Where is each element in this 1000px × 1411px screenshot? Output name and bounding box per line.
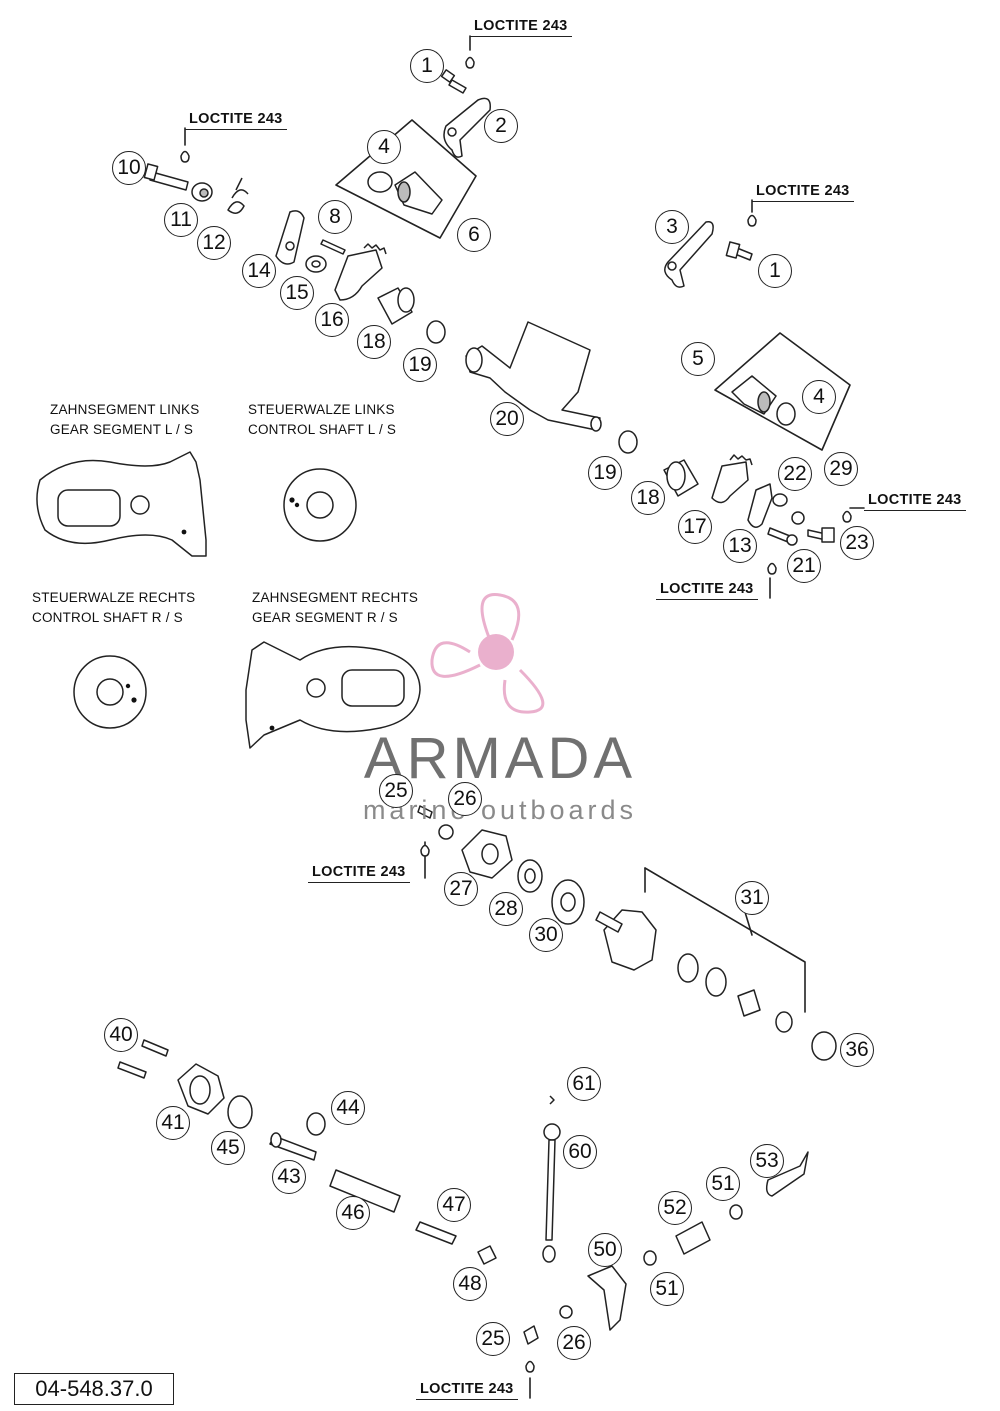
callout-number: 21 — [787, 549, 821, 583]
callout-number: 48 — [453, 1267, 487, 1301]
callout-number: 29 — [824, 452, 858, 486]
callout-number: 12 — [197, 226, 231, 260]
armada-propeller-logo — [430, 593, 545, 714]
callout-number: 16 — [315, 303, 349, 337]
callout-number: 26 — [557, 1326, 591, 1360]
lever-3-icon — [664, 221, 714, 288]
callout-number: 51 — [706, 1167, 740, 1201]
callout-number: 3 — [655, 210, 689, 244]
loctite-label: LOCTITE 243 — [470, 18, 572, 37]
callout-number: 26 — [448, 782, 482, 816]
callout-number: 50 — [588, 1233, 622, 1267]
caption-line: ZAHNSEGMENT LINKS — [50, 402, 200, 417]
callout-number: 19 — [588, 456, 622, 490]
loctite-label: LOCTITE 243 — [185, 111, 287, 130]
callout-number: 20 — [490, 402, 524, 436]
callout-number: 13 — [723, 529, 757, 563]
shift-lever-50-icon — [587, 1265, 627, 1331]
lever-2-icon — [443, 97, 491, 158]
screw-1-icon — [440, 69, 467, 94]
caption-line: STEUERWALZE RECHTS — [32, 590, 196, 605]
caption-line: GEAR SEGMENT R / S — [252, 610, 398, 625]
caption-control-shaft-right: STEUERWALZE RECHTS CONTROL SHAFT R / S — [32, 588, 195, 628]
callout-number: 23 — [840, 526, 874, 560]
caption-gear-segment-right: ZAHNSEGMENT RECHTS GEAR SEGMENT R / S — [252, 588, 418, 628]
gear-segment-17-icon — [711, 461, 749, 504]
callout-number: 28 — [489, 892, 523, 926]
callout-number: 51 — [650, 1272, 684, 1306]
gear-segment-16-icon — [334, 249, 383, 301]
caption-line: GEAR SEGMENT L / S — [50, 422, 194, 437]
callout-number: 4 — [802, 380, 836, 414]
callout-number: 19 — [403, 348, 437, 382]
callout-number: 36 — [840, 1033, 874, 1067]
loctite-label: LOCTITE 243 — [656, 581, 758, 600]
callout-number: 17 — [678, 510, 712, 544]
callout-number: 44 — [331, 1091, 365, 1125]
loctite-drop-icon — [180, 56, 852, 1373]
callout-number: 53 — [750, 1144, 784, 1178]
callout-number: 43 — [272, 1160, 306, 1194]
caption-line: CONTROL SHAFT R / S — [32, 610, 183, 625]
lever-14-icon — [275, 210, 305, 265]
loctite-label: LOCTITE 243 — [864, 492, 966, 511]
caption-line: STEUERWALZE LINKS — [248, 402, 395, 417]
caption-gear-segment-left: ZAHNSEGMENT LINKS GEAR SEGMENT L / S — [50, 400, 199, 440]
control-shaft-right-drawing — [73, 655, 147, 729]
callout-number: 40 — [104, 1018, 138, 1052]
gear-segment-right-drawing — [245, 641, 421, 749]
callout-number: 11 — [164, 203, 198, 237]
callout-number: 61 — [567, 1067, 601, 1101]
callout-number: 2 — [484, 109, 518, 143]
loctite-label: LOCTITE 243 — [308, 864, 410, 883]
loctite-label: LOCTITE 243 — [416, 1381, 518, 1400]
callout-number: 25 — [379, 774, 413, 808]
callout-number: 1 — [410, 49, 444, 83]
callout-number: 27 — [444, 872, 478, 906]
callout-number: 10 — [112, 151, 146, 185]
callout-number: 31 — [735, 881, 769, 915]
callout-number: 52 — [658, 1191, 692, 1225]
callout-number: 1 — [758, 254, 792, 288]
callout-number: 46 — [336, 1196, 370, 1230]
callout-number: 14 — [242, 254, 276, 288]
shift-rod-60-icon — [545, 1139, 556, 1241]
control-shaft-left-drawing — [283, 468, 357, 542]
callout-number: 18 — [357, 325, 391, 359]
callout-number: 8 — [318, 200, 352, 234]
loctite-label: LOCTITE 243 — [752, 183, 854, 202]
callout-number: 18 — [631, 481, 665, 515]
caption-line: ZAHNSEGMENT RECHTS — [252, 590, 419, 605]
gear-segment-left-drawing — [36, 451, 207, 557]
callout-number: 47 — [437, 1188, 471, 1222]
callout-number: 30 — [529, 918, 563, 952]
callout-number: 25 — [476, 1322, 510, 1356]
callout-number: 5 — [681, 342, 715, 376]
caption-line: CONTROL SHAFT L / S — [248, 422, 397, 437]
callout-number: 15 — [280, 276, 314, 310]
callout-number: 60 — [563, 1135, 597, 1169]
callout-number: 6 — [457, 218, 491, 252]
caption-control-shaft-left: STEUERWALZE LINKS CONTROL SHAFT L / S — [248, 400, 396, 440]
callout-number: 22 — [778, 457, 812, 491]
callout-number: 4 — [367, 130, 401, 164]
callout-number: 41 — [156, 1106, 190, 1140]
diagram-part-number: 04-548.37.0 — [14, 1373, 174, 1405]
control-shaft-20-icon — [465, 321, 601, 431]
spring-46-icon — [329, 1169, 401, 1213]
callout-number: 45 — [211, 1131, 245, 1165]
